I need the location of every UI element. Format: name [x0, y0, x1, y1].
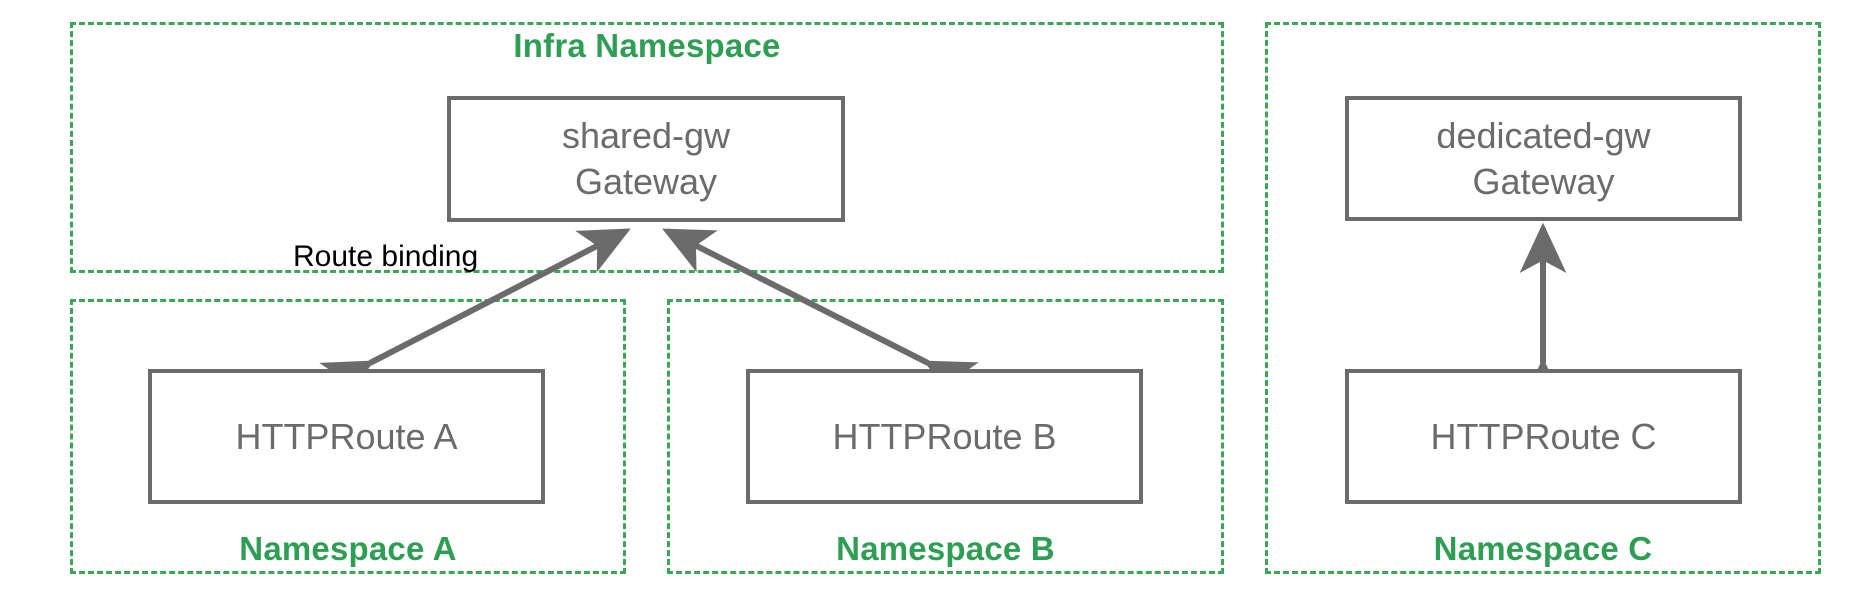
edge-label-route-binding: Route binding — [293, 240, 479, 273]
node-dedicated-gw-label: dedicated-gw Gateway — [1436, 114, 1651, 202]
node-httproute-c[interactable]: HTTPRoute C — [1345, 369, 1742, 504]
namespace-label-infra: Infra Namespace — [513, 27, 781, 64]
node-httproute-a-label: HTTPRoute A — [235, 415, 458, 457]
node-httproute-b-label: HTTPRoute B — [832, 415, 1057, 457]
node-shared-gw-label: shared-gw Gateway — [561, 115, 731, 202]
node-httproute-a[interactable]: HTTPRoute A — [148, 369, 545, 504]
namespace-label-a: Namespace A — [239, 530, 457, 567]
namespace-box-infra — [70, 22, 1224, 273]
node-shared-gw-gateway[interactable]: shared-gw Gateway — [447, 96, 845, 222]
namespace-label-b: Namespace B — [836, 530, 1055, 567]
namespace-box-c — [1265, 22, 1821, 574]
node-httproute-b[interactable]: HTTPRoute B — [746, 369, 1143, 504]
node-dedicated-gw-gateway[interactable]: dedicated-gw Gateway — [1345, 96, 1742, 221]
node-httproute-c-label: HTTPRoute C — [1430, 415, 1657, 457]
namespace-label-c: Namespace C — [1433, 530, 1653, 567]
